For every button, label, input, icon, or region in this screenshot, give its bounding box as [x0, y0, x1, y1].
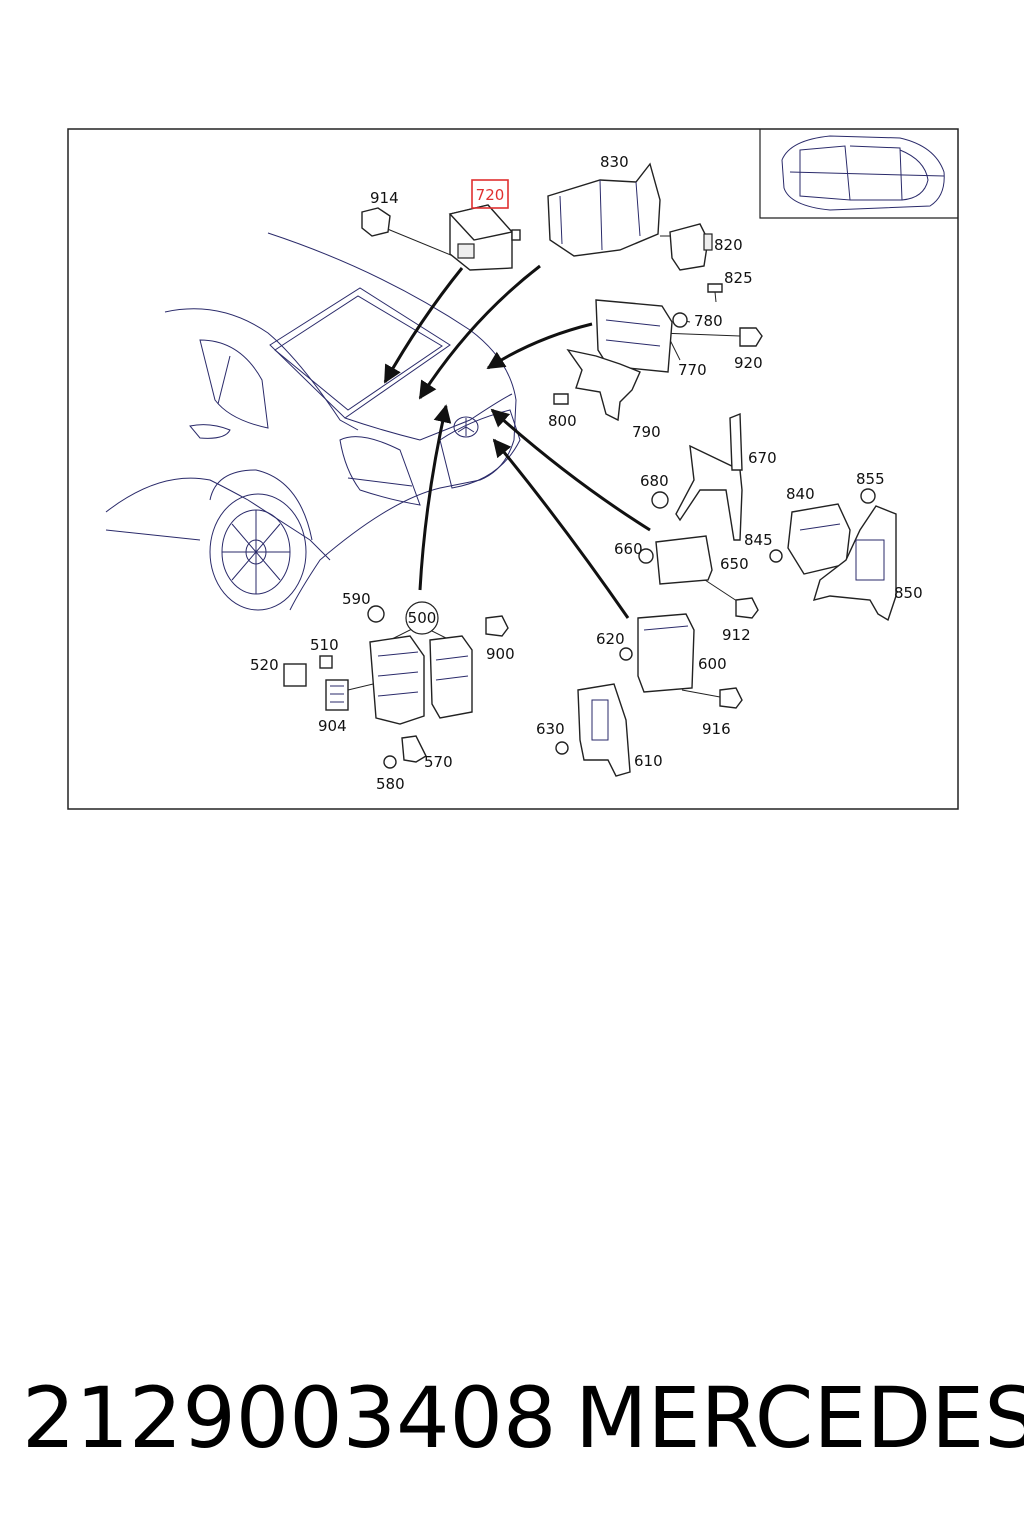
part-820-module[interactable]: [669, 223, 713, 271]
label-800[interactable]: 800: [548, 412, 577, 430]
label-650[interactable]: 650: [720, 555, 749, 573]
brand-name: MERCEDES: [575, 1369, 1024, 1467]
label-912[interactable]: 912: [722, 626, 751, 644]
part-520-relay[interactable]: [283, 663, 307, 687]
part-570-bracket[interactable]: [401, 735, 427, 763]
label-770[interactable]: 770: [678, 361, 707, 379]
part-number: 2129003408: [22, 1369, 557, 1467]
label-855[interactable]: 855: [856, 470, 885, 488]
label-914[interactable]: 914: [370, 189, 399, 207]
part-680-nut[interactable]: [651, 491, 669, 509]
part-720-module[interactable]: [448, 204, 521, 271]
part-660-nut[interactable]: [638, 548, 654, 564]
label-780[interactable]: 780: [694, 312, 723, 330]
highlight-box-720: [471, 179, 509, 209]
part-580-nut[interactable]: [383, 755, 397, 769]
part-920-connector[interactable]: [739, 327, 763, 347]
label-580[interactable]: 580: [376, 775, 405, 793]
part-830-cover[interactable]: [547, 162, 661, 257]
part-labels: 500 510 520 570 580 590 600 610 620 630 …: [250, 153, 923, 793]
label-845[interactable]: 845: [744, 531, 773, 549]
label-790[interactable]: 790: [632, 423, 661, 441]
part-500-fuse-box[interactable]: [369, 635, 473, 725]
label-500-circle: [405, 601, 439, 635]
part-855-nut[interactable]: [860, 488, 876, 504]
label-825[interactable]: 825: [724, 269, 753, 287]
label-620[interactable]: 620: [596, 630, 625, 648]
part-845-nut[interactable]: [769, 549, 783, 563]
label-720[interactable]: 720: [476, 186, 505, 204]
label-670[interactable]: 670: [748, 449, 777, 467]
part-590-nut[interactable]: [367, 605, 385, 623]
label-820[interactable]: 820: [714, 236, 743, 254]
part-610-bracket[interactable]: [577, 683, 631, 777]
label-680[interactable]: 680: [640, 472, 669, 490]
part-825-bolt[interactable]: [707, 283, 723, 303]
label-590[interactable]: 590: [342, 590, 371, 608]
label-570[interactable]: 570: [424, 753, 453, 771]
label-510[interactable]: 510: [310, 636, 339, 654]
part-670-bracket[interactable]: [675, 412, 743, 541]
part-912-connector[interactable]: [735, 597, 759, 619]
label-630[interactable]: 630: [536, 720, 565, 738]
label-660[interactable]: 660: [614, 540, 643, 558]
part-620-nut[interactable]: [619, 647, 633, 661]
label-916[interactable]: 916: [702, 720, 731, 738]
part-914-connector[interactable]: [361, 207, 391, 237]
part-780-nut[interactable]: [672, 312, 688, 328]
part-900-connector[interactable]: [485, 615, 509, 637]
part-800-bolt[interactable]: [553, 393, 569, 405]
part-770-control-unit[interactable]: [595, 299, 673, 373]
label-610[interactable]: 610: [634, 752, 663, 770]
part-790-bracket[interactable]: [566, 348, 641, 422]
label-850[interactable]: 850: [894, 584, 923, 602]
label-840[interactable]: 840: [786, 485, 815, 503]
label-500[interactable]: 500: [408, 609, 437, 627]
part-916-connector[interactable]: [719, 687, 743, 709]
label-900[interactable]: 900: [486, 645, 515, 663]
label-830[interactable]: 830: [600, 153, 629, 171]
label-920[interactable]: 920: [734, 354, 763, 372]
part-600-control-unit[interactable]: [637, 613, 695, 693]
label-904[interactable]: 904: [318, 717, 347, 735]
part-630-nut[interactable]: [555, 741, 569, 755]
pointer-arrows: [383, 264, 651, 619]
car-rear-illustration: [105, 232, 521, 611]
part-850-bracket[interactable]: [812, 505, 897, 622]
part-904-connector[interactable]: [325, 679, 349, 711]
part-650-module[interactable]: [655, 535, 713, 585]
diagram-frame: [67, 128, 959, 810]
inset-car-thumbnail: [759, 129, 958, 219]
label-600[interactable]: 600: [698, 655, 727, 673]
part-510-relay[interactable]: [319, 655, 333, 669]
label-520[interactable]: 520: [250, 656, 279, 674]
